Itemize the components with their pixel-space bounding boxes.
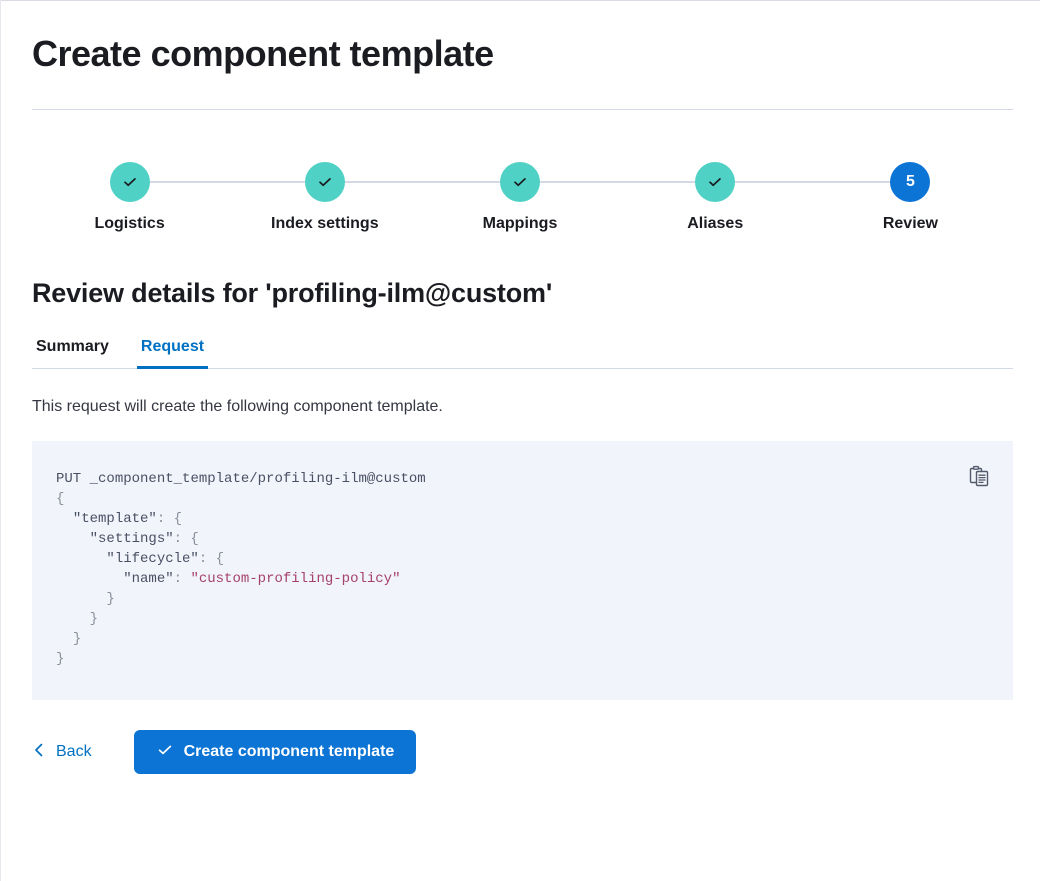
tab-summary[interactable]: Summary <box>32 338 113 369</box>
check-icon <box>706 173 724 191</box>
step-number: 5 <box>905 173 915 190</box>
step-status-circle <box>500 162 540 202</box>
step-index-settings[interactable]: Index settings <box>227 162 422 233</box>
header-divider <box>32 109 1013 110</box>
request-description: This request will create the following c… <box>32 398 443 415</box>
check-icon <box>121 173 139 191</box>
step-aliases[interactable]: Aliases <box>618 162 813 233</box>
check-icon <box>511 173 529 191</box>
step-label: Aliases <box>687 215 744 232</box>
request-code: PUT _component_template/profiling-ilm@cu… <box>56 471 426 667</box>
create-component-template-button[interactable]: Create component template <box>133 730 417 774</box>
check-icon <box>316 173 334 191</box>
step-status-circle <box>695 162 736 202</box>
back-button[interactable]: Back <box>32 742 92 763</box>
step-connector-4 <box>719 181 915 183</box>
step-logistics[interactable]: Logistics <box>32 162 227 233</box>
step-mappings[interactable]: Mappings <box>422 162 617 233</box>
review-tabs: Summary Request <box>32 338 1013 369</box>
wizard-actions: Back Create component template <box>32 730 1008 774</box>
step-label: Logistics <box>94 215 165 232</box>
step-connector-1 <box>130 181 326 183</box>
window-left-edge <box>0 0 1 881</box>
copy-request-button[interactable] <box>967 465 991 489</box>
tab-request[interactable]: Request <box>136 338 209 369</box>
window-top-divider <box>0 0 1040 1</box>
clipboard-copy-icon <box>968 465 990 490</box>
chevron-left-icon <box>32 742 46 763</box>
create-component-template-label: Create component template <box>183 743 395 760</box>
review-heading: Review details for 'profiling-ilm@custom… <box>32 278 553 308</box>
page-container: Create component template Logistics <box>32 33 1013 774</box>
step-label: Review <box>882 215 938 232</box>
step-label: Index settings <box>271 215 379 232</box>
back-button-label: Back <box>56 743 92 760</box>
step-indicator: Logistics Index settings <box>32 162 1008 242</box>
page-title: Create component template <box>32 33 494 74</box>
step-status-circle <box>109 162 150 202</box>
step-review[interactable]: 5 Review <box>813 162 1008 233</box>
request-code-panel: PUT _component_template/profiling-ilm@cu… <box>32 441 1013 700</box>
step-label: Mappings <box>482 215 558 232</box>
step-status-circle: 5 <box>890 162 931 202</box>
step-connector-2 <box>326 181 523 183</box>
check-icon <box>156 741 174 764</box>
step-connector-3 <box>523 181 719 183</box>
step-status-circle <box>304 162 345 202</box>
